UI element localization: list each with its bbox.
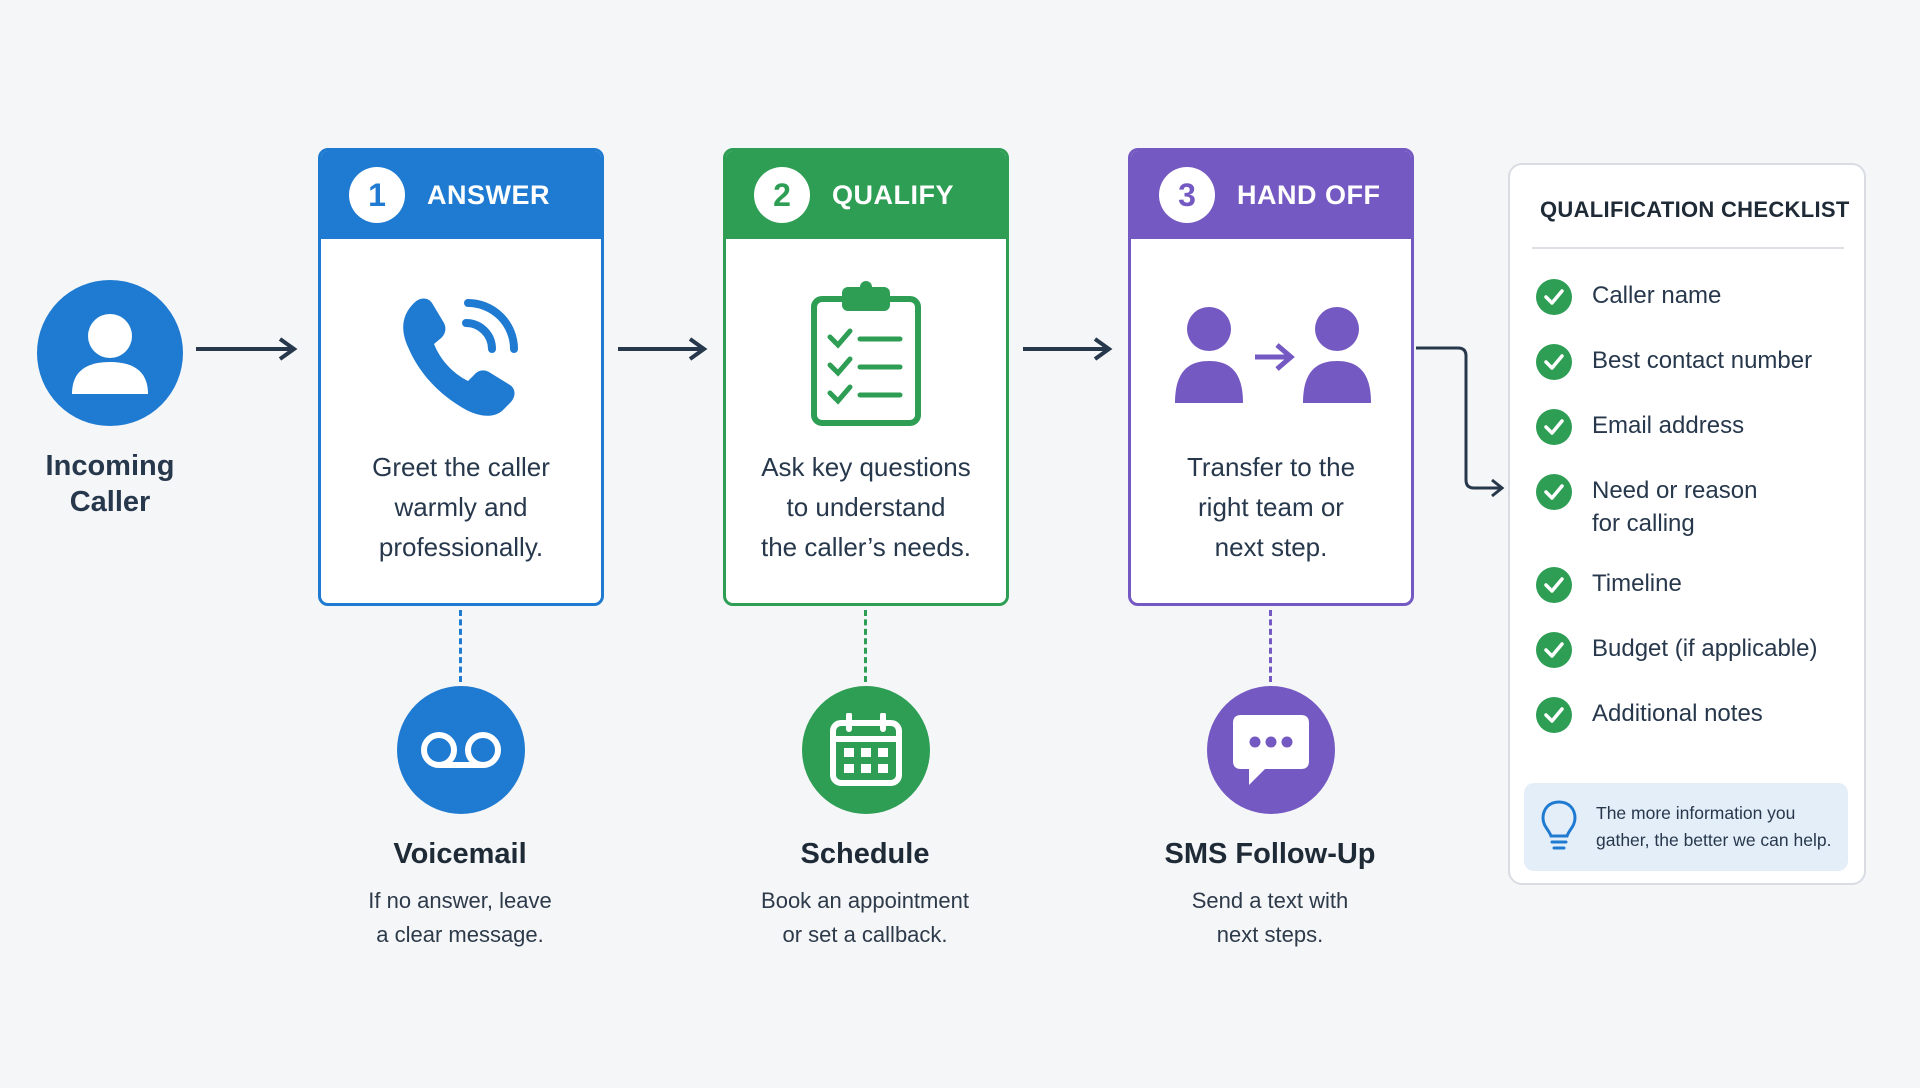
step-description-line: warmly and: [394, 492, 528, 522]
voicemail-badge: [397, 686, 525, 814]
alt-title-sms: SMS Follow-Up: [1164, 838, 1376, 870]
step-description: Ask key questions to understand the call…: [726, 447, 1006, 567]
step-description-line: to understand: [786, 492, 946, 522]
step-description-line: right team or: [1198, 492, 1344, 522]
checklist-item: Additional notes: [1536, 697, 1822, 733]
alt-desc-line: or set a callback.: [782, 922, 948, 947]
step-number-badge: 2: [754, 167, 810, 223]
caller-label-line1: Incoming: [45, 450, 175, 482]
dashed-connector-voicemail: [459, 610, 462, 682]
voicemail-icon: [421, 732, 501, 768]
schedule-badge: [802, 686, 930, 814]
checklist-item: Caller name: [1536, 279, 1822, 315]
check-icon: [1536, 632, 1572, 668]
caller-label-line2: Caller: [69, 486, 151, 518]
checklist-item: Need or reason for calling: [1536, 474, 1772, 540]
alt-desc-line: Book an appointment: [761, 888, 969, 913]
phone-ringing-icon: [403, 298, 518, 416]
check-icon: [1536, 474, 1572, 510]
transfer-people-icon: [1175, 307, 1371, 403]
step-header-answer: 1 ANSWER: [321, 151, 601, 239]
step-header-hand-off: 3 HAND OFF: [1131, 151, 1411, 239]
checklist-item: Budget (if applicable): [1536, 632, 1822, 668]
arrow-answer-to-qualify: [618, 337, 708, 361]
alt-desc-line: a clear message.: [376, 922, 544, 947]
alt-desc-sms: Send a text with next steps.: [1110, 884, 1430, 952]
step-number-badge: 1: [349, 167, 405, 223]
checklist-item-label: Caller name: [1592, 282, 1722, 309]
step-title: QUALIFY: [832, 179, 954, 210]
step-description: Transfer to the right team or next step.: [1131, 447, 1411, 567]
step-card-hand-off: 3 HAND OFF Transfer to the right team or…: [1128, 148, 1414, 606]
checklist-title: QUALIFICATION CHECKLIST: [1540, 197, 1850, 222]
divider: [1532, 247, 1844, 249]
arrow-qualify-to-handoff: [1023, 337, 1113, 361]
sms-badge: [1207, 686, 1335, 814]
check-icon: [1536, 344, 1572, 380]
clipboard-checklist-icon: [811, 281, 921, 426]
dashed-connector-sms: [1269, 610, 1272, 682]
step-description: Greet the caller warmly and professional…: [321, 447, 601, 567]
step-description-line: next step.: [1214, 532, 1328, 562]
checklist-item-label: Budget (if applicable): [1592, 635, 1818, 662]
step-description-line: the caller’s needs.: [760, 532, 972, 562]
alt-title-voicemail: Voicemail: [393, 838, 527, 870]
checklist-item-label: Email address: [1592, 412, 1745, 439]
step-title: ANSWER: [427, 179, 550, 210]
alt-desc-line: If no answer, leave: [368, 888, 552, 913]
step-card-answer: 1 ANSWER Greet the caller warmly and pro…: [318, 148, 604, 606]
tip-box: The more information you gather, the bet…: [1524, 783, 1848, 871]
checklist-item: Best contact number: [1536, 344, 1822, 380]
arrow-caller-to-answer: [196, 337, 298, 361]
check-icon: [1536, 409, 1572, 445]
incoming-caller-label: Incoming Caller: [20, 448, 200, 520]
alt-desc-voicemail: If no answer, leave a clear message.: [300, 884, 620, 952]
chat-icon: [1233, 715, 1309, 785]
checklist-item-label: Best contact number: [1592, 347, 1813, 374]
step-description-line: Transfer to the: [1186, 452, 1356, 482]
check-icon: [1536, 697, 1572, 733]
alt-desc-line: Send a text with: [1191, 888, 1349, 913]
step-description-line: Greet the caller: [372, 452, 550, 482]
step-header-qualify: 2 QUALIFY: [726, 151, 1006, 239]
alt-title-schedule: Schedule: [800, 838, 930, 870]
checklist-item-label: Additional notes: [1592, 700, 1763, 727]
step-description-line: professionally.: [378, 532, 544, 562]
checklist-item: Timeline: [1536, 567, 1822, 603]
dashed-connector-schedule: [864, 610, 867, 682]
qualification-checklist-panel: QUALIFICATION CHECKLIST Caller name Best…: [1508, 163, 1866, 885]
alt-desc-schedule: Book an appointment or set a callback.: [705, 884, 1025, 952]
lightbulb-icon: [1541, 800, 1577, 850]
checklist-item-label: Timeline: [1592, 570, 1682, 597]
connector-handoff-to-checklist: [1416, 346, 1505, 498]
check-icon: [1536, 279, 1572, 315]
step-description-line: Ask key questions: [761, 452, 971, 482]
step-card-qualify: 2 QUALIFY Ask key questions to understan…: [723, 148, 1009, 606]
step-number-badge: 3: [1159, 167, 1215, 223]
alt-desc-line: next steps.: [1216, 922, 1324, 947]
incoming-caller-avatar: [37, 280, 183, 426]
checklist-item: Email address: [1536, 409, 1822, 445]
person-icon: [72, 314, 148, 394]
checklist-item-label: Need or reason for calling: [1592, 477, 1758, 537]
tip-text: The more information you gather, the bet…: [1596, 803, 1832, 850]
step-title: HAND OFF: [1237, 179, 1381, 210]
check-icon: [1536, 567, 1572, 603]
calendar-icon: [830, 713, 902, 786]
